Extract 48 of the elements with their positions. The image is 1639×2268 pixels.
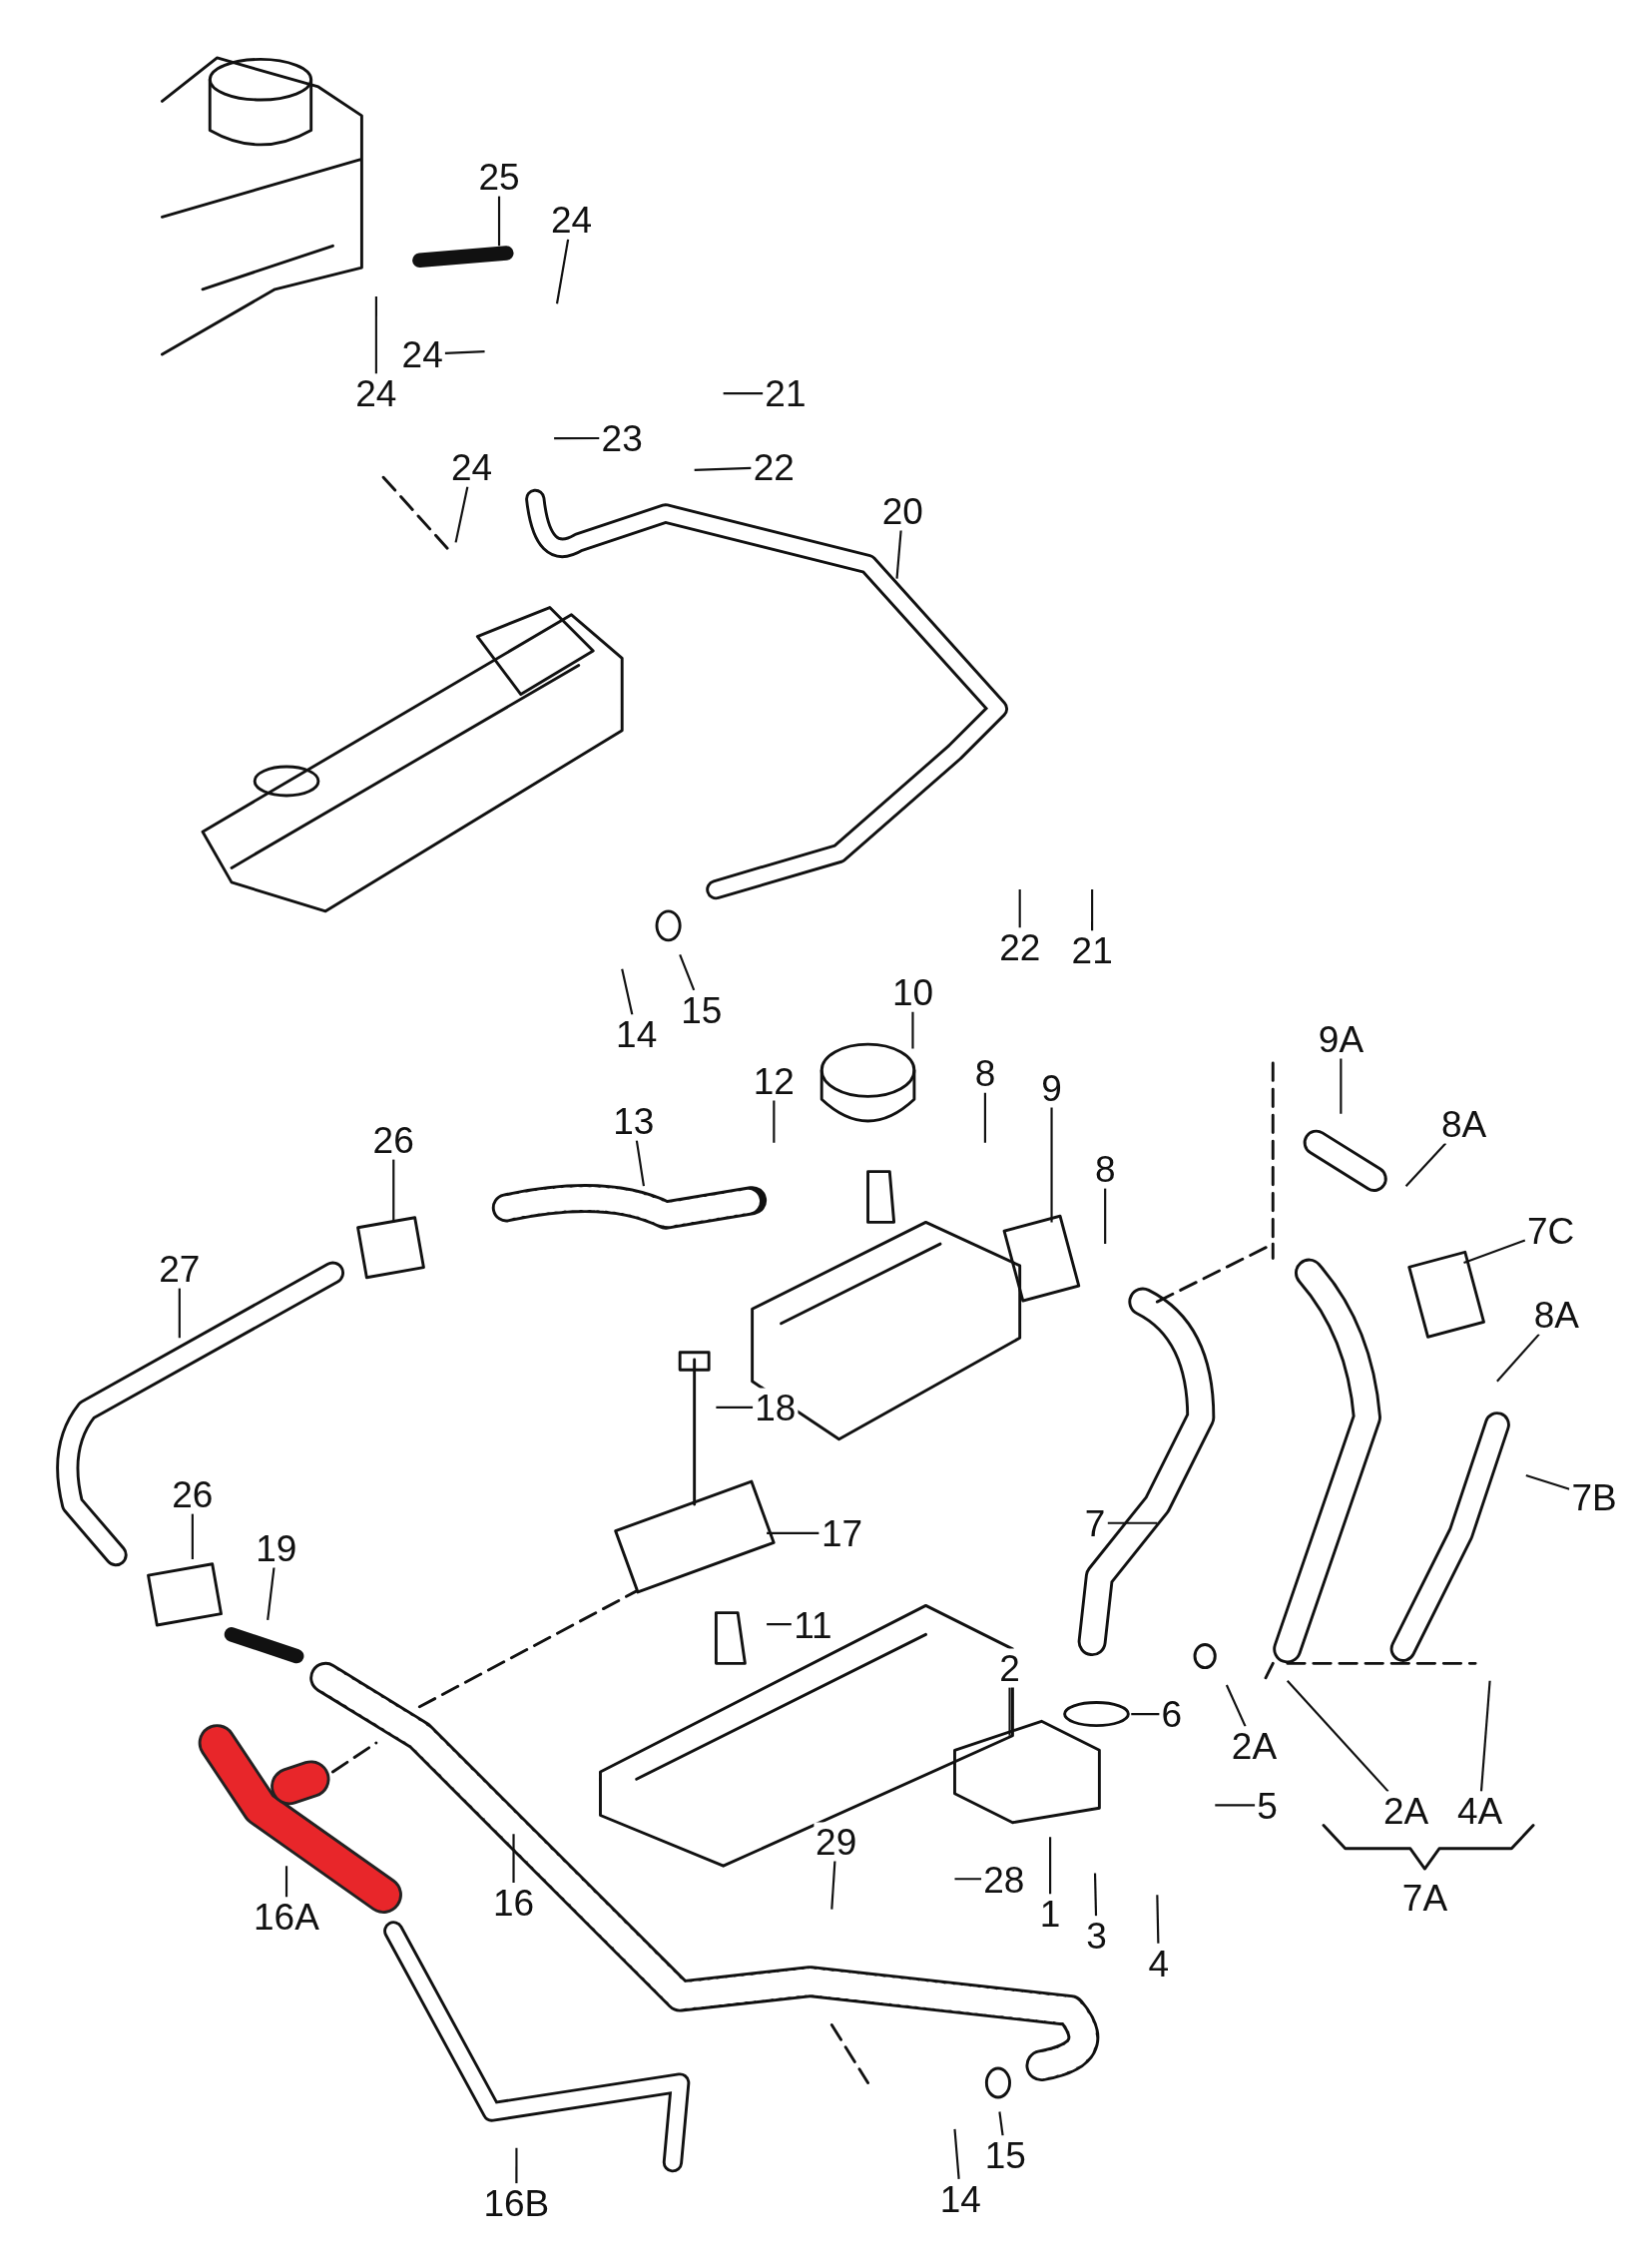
leader-line <box>1340 1057 1343 1114</box>
leader-line <box>1131 1712 1160 1716</box>
leader-line <box>1525 1473 1570 1490</box>
leader-line <box>1104 1188 1107 1245</box>
leader-line <box>1496 1333 1540 1383</box>
leader-line <box>1286 1679 1389 1793</box>
leader-line <box>554 436 600 440</box>
leader-line <box>767 1531 820 1534</box>
leader-line <box>679 953 696 991</box>
leader-line <box>267 1566 275 1620</box>
leader-line <box>374 296 377 374</box>
leader-line <box>1225 1684 1247 1727</box>
leader-line <box>830 1860 836 1910</box>
leader-line <box>1049 1837 1052 1895</box>
leader-line <box>694 466 752 471</box>
leader-line <box>773 1099 776 1143</box>
leader-line <box>1463 1239 1526 1264</box>
leader-line <box>716 1406 754 1409</box>
leader-line <box>1091 889 1094 931</box>
leader-line <box>953 2128 960 2180</box>
leader-line <box>178 1288 181 1339</box>
leader-line <box>191 1513 194 1559</box>
leader-line <box>1479 1680 1491 1792</box>
leader-line <box>1215 1804 1256 1807</box>
leader-line <box>392 1159 395 1223</box>
leader-line <box>767 1623 793 1626</box>
leader-line <box>1008 1687 1011 1736</box>
leader-line <box>723 392 764 395</box>
leader-line <box>998 2111 1004 2136</box>
leader-line <box>983 1092 986 1143</box>
leader-line <box>512 1834 515 1883</box>
leader-line <box>621 968 634 1015</box>
leader-line <box>555 239 570 304</box>
leader-line <box>1018 889 1021 928</box>
leader-line <box>954 1878 982 1881</box>
leader-line <box>497 196 501 247</box>
leader-line <box>515 2147 518 2184</box>
leader-line <box>1093 1873 1098 1917</box>
leader-line <box>1050 1107 1053 1223</box>
leader-line <box>1156 1895 1160 1944</box>
leader-line <box>444 350 485 355</box>
leader-line <box>284 1866 288 1898</box>
leader-line <box>454 486 469 543</box>
leader-line <box>1107 1521 1158 1524</box>
leader-line <box>1404 1142 1447 1187</box>
leader-line <box>895 529 902 579</box>
leader-line <box>911 1011 914 1049</box>
leader-line <box>635 1140 646 1187</box>
